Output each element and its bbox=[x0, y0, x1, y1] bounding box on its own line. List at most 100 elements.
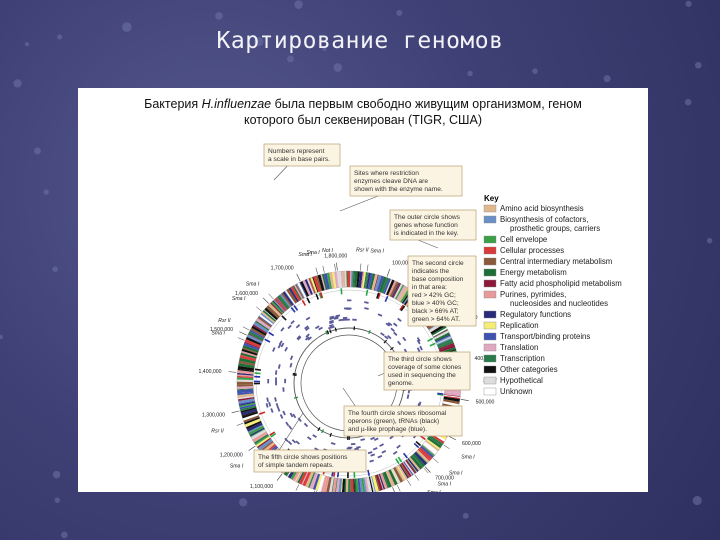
clone-mark bbox=[304, 423, 308, 427]
gc-mark bbox=[385, 296, 387, 301]
key-label: Other categories bbox=[500, 365, 558, 374]
callout-text: The third circle shows bbox=[388, 356, 452, 363]
scale-tick bbox=[263, 298, 269, 304]
clone-mark bbox=[266, 397, 269, 402]
key-swatch bbox=[484, 355, 496, 362]
background-dot bbox=[686, 1, 692, 7]
clone-mark bbox=[287, 325, 291, 329]
clone-mark bbox=[282, 411, 285, 416]
key-label: Transport/binding proteins bbox=[500, 332, 590, 341]
site-tick bbox=[397, 485, 400, 491]
background-dot bbox=[0, 335, 3, 340]
key-swatch bbox=[484, 333, 496, 340]
gene-segment bbox=[348, 479, 351, 492]
genome-map-figure: 100,000200,000300,000400,000500,000600,0… bbox=[78, 88, 648, 492]
scale-tick bbox=[229, 372, 237, 373]
background-dot bbox=[693, 496, 702, 505]
clone-mark bbox=[276, 403, 279, 408]
clone-mark bbox=[288, 441, 292, 445]
callout-text: The outer circle shows bbox=[394, 214, 461, 221]
scale-tick bbox=[425, 467, 430, 473]
key-label: Translation bbox=[500, 343, 538, 352]
operon-mark bbox=[330, 329, 331, 333]
background-dot bbox=[532, 68, 538, 74]
slide-title: Картирование геномов bbox=[0, 28, 720, 54]
callout-text: is indicated in the key. bbox=[394, 230, 459, 237]
clone-mark bbox=[272, 347, 275, 352]
clone-mark bbox=[284, 379, 286, 383]
key-label: Energy metabolism bbox=[500, 268, 567, 277]
clone-mark bbox=[277, 407, 280, 412]
scale-tick bbox=[461, 399, 469, 400]
site-label: Sma I bbox=[211, 330, 225, 336]
callout-text: black > 66% AT; bbox=[412, 308, 459, 315]
clone-mark bbox=[393, 451, 398, 455]
scale-label: 600,000 bbox=[462, 441, 481, 447]
key-swatch bbox=[484, 366, 496, 373]
clone-mark bbox=[290, 355, 293, 360]
key-label: Fatty acid phospholipid metabolism bbox=[500, 279, 622, 288]
scale-label: 500,000 bbox=[476, 400, 495, 406]
key-label: Hypothetical bbox=[500, 376, 543, 385]
callout-text: red > 42% GC; bbox=[412, 292, 456, 299]
clone-mark bbox=[331, 442, 336, 445]
clone-mark bbox=[312, 434, 317, 438]
clone-mark bbox=[397, 341, 401, 346]
clone-mark bbox=[278, 364, 281, 369]
clone-mark bbox=[370, 454, 375, 457]
callout-text: genome. bbox=[388, 380, 414, 387]
site-label: Rsr II bbox=[211, 429, 224, 435]
gene-segment bbox=[347, 271, 350, 287]
clone-mark bbox=[352, 319, 357, 321]
operon-mark bbox=[330, 433, 331, 437]
background-dot bbox=[61, 532, 68, 539]
key-swatch bbox=[484, 291, 496, 298]
clone-mark bbox=[346, 308, 350, 310]
background-dot bbox=[52, 267, 57, 272]
clone-mark bbox=[288, 425, 292, 430]
site-tick bbox=[296, 484, 299, 490]
key-swatch bbox=[484, 280, 496, 287]
callout-text: shown with the enzyme name. bbox=[354, 186, 443, 193]
scale-label: 1,800,000 bbox=[324, 254, 347, 260]
clone-mark bbox=[289, 363, 292, 368]
background-dot bbox=[685, 99, 692, 106]
clone-mark bbox=[378, 455, 383, 458]
clone-mark bbox=[393, 332, 397, 336]
clone-mark bbox=[338, 319, 343, 321]
key-swatch bbox=[484, 236, 496, 243]
scale-tick bbox=[277, 474, 282, 480]
scale-tick bbox=[239, 332, 246, 335]
key-label: Regulatory functions bbox=[500, 310, 571, 319]
site-tick bbox=[316, 268, 318, 275]
background-dot bbox=[215, 12, 223, 20]
callout-text: in that area: bbox=[412, 284, 447, 291]
site-label: Not I bbox=[322, 248, 334, 254]
clone-mark bbox=[368, 451, 373, 454]
background-dot bbox=[604, 75, 611, 82]
key-swatch bbox=[484, 311, 496, 318]
clone-mark bbox=[419, 346, 423, 351]
site-tick bbox=[237, 423, 244, 425]
key-swatch bbox=[484, 269, 496, 276]
clone-mark bbox=[292, 439, 296, 443]
key-swatch bbox=[484, 205, 496, 212]
clone-mark bbox=[307, 436, 312, 440]
callout-text: base composition bbox=[412, 276, 464, 283]
gc-mark bbox=[437, 393, 443, 394]
key-title: Key bbox=[484, 194, 499, 203]
site-label: Rsr II bbox=[218, 318, 231, 324]
clone-mark bbox=[407, 394, 410, 399]
clone-mark bbox=[364, 307, 369, 310]
key-label: Amino acid biosynthesis bbox=[500, 204, 584, 213]
site-label: Sma I bbox=[461, 454, 475, 460]
scale-tick bbox=[297, 274, 300, 281]
operon-mark bbox=[322, 429, 324, 433]
operon-mark bbox=[294, 397, 298, 398]
operon-mark bbox=[369, 330, 370, 334]
clone-mark bbox=[417, 347, 421, 352]
callout-text: green > 64% AT. bbox=[412, 316, 460, 323]
callout-text: Sites where restriction bbox=[354, 170, 419, 177]
site-tick bbox=[256, 307, 261, 311]
clone-mark bbox=[390, 328, 395, 332]
